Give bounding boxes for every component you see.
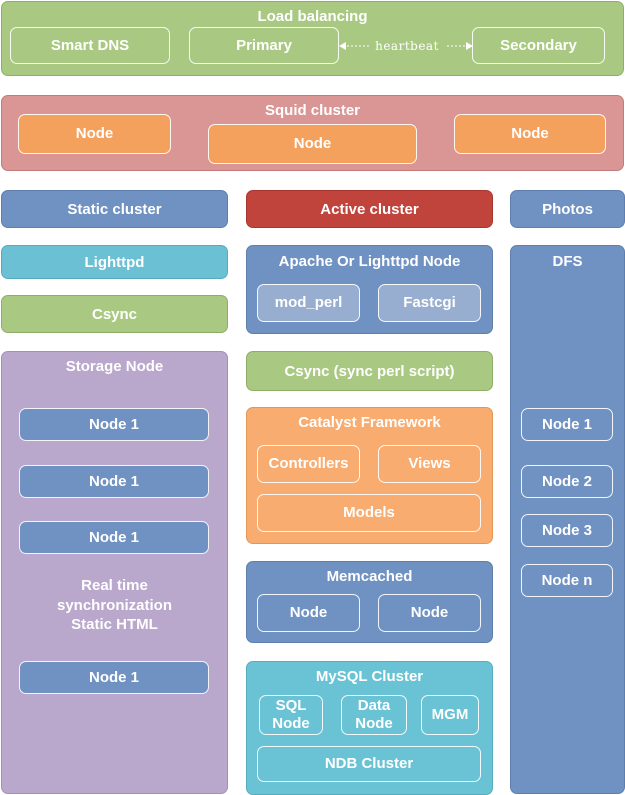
active-cluster-header: Active cluster	[246, 190, 493, 228]
smart-dns-box: Smart DNS	[10, 27, 170, 64]
squid-node: Node	[454, 114, 606, 154]
apache-node-title: Apache Or Lighttpd Node	[278, 253, 461, 270]
mod-perl-box: mod_perl	[257, 284, 360, 322]
memcached-node: Node	[257, 594, 360, 632]
storage-node-title: Storage Node	[65, 358, 164, 375]
dfs-group: DFS	[510, 245, 625, 794]
data-node-line: Data	[357, 697, 391, 714]
realtime-line: synchronization	[56, 596, 172, 614]
realtime-line: Real time	[81, 577, 148, 594]
catalyst-framework-title: Catalyst Framework	[298, 414, 441, 431]
dfs-node: Node 1	[521, 408, 613, 441]
dfs-node: Node n	[521, 564, 613, 597]
memcached-node: Node	[378, 594, 481, 632]
primary-box: Primary	[189, 27, 339, 64]
fastcgi-box: Fastcgi	[378, 284, 481, 322]
photos-header: Photos	[510, 190, 625, 228]
storage-node: Node 1	[19, 408, 209, 441]
mysql-cluster-group: MySQL Cluster	[246, 661, 493, 795]
models-box: Models	[257, 494, 481, 532]
catalyst-framework-group: Catalyst Framework	[246, 407, 493, 544]
memcached-group: Memcached	[246, 561, 493, 643]
secondary-box: Secondary	[472, 27, 605, 64]
dfs-node: Node 2	[521, 465, 613, 498]
realtime-line: Static HTML	[71, 616, 158, 633]
storage-node: Node 1	[19, 661, 209, 694]
squid-node: Node	[208, 124, 417, 164]
lighttpd-box: Lighttpd	[1, 245, 228, 279]
realtime-sync-text: Real time synchronization Static HTML	[1, 576, 228, 635]
sql-node-line: SQL	[275, 697, 307, 714]
csync-perl-box: Csync (sync perl script)	[246, 351, 493, 391]
data-node-line: Node	[355, 715, 393, 732]
dfs-title: DFS	[552, 253, 583, 270]
static-cluster-header: Static cluster	[1, 190, 228, 228]
heartbeat-connector	[339, 42, 473, 50]
ndb-cluster-box: NDB Cluster	[257, 746, 481, 782]
storage-node: Node 1	[19, 521, 209, 554]
heartbeat-label: heartbeat	[369, 37, 445, 55]
sql-node-box: SQL Node	[259, 695, 323, 735]
dfs-node: Node 3	[521, 514, 613, 547]
sql-node-line: Node	[272, 715, 310, 732]
squid-node: Node	[18, 114, 171, 154]
data-node-box: Data Node	[341, 695, 407, 735]
storage-node: Node 1	[19, 465, 209, 498]
views-box: Views	[378, 445, 481, 483]
squid-cluster-title: Squid cluster	[264, 102, 361, 119]
load-balancing-title: Load balancing	[257, 8, 368, 25]
mgm-box: MGM	[421, 695, 479, 735]
mysql-cluster-title: MySQL Cluster	[315, 668, 424, 685]
controllers-box: Controllers	[257, 445, 360, 483]
memcached-title: Memcached	[326, 568, 413, 585]
csync-box: Csync	[1, 295, 228, 333]
